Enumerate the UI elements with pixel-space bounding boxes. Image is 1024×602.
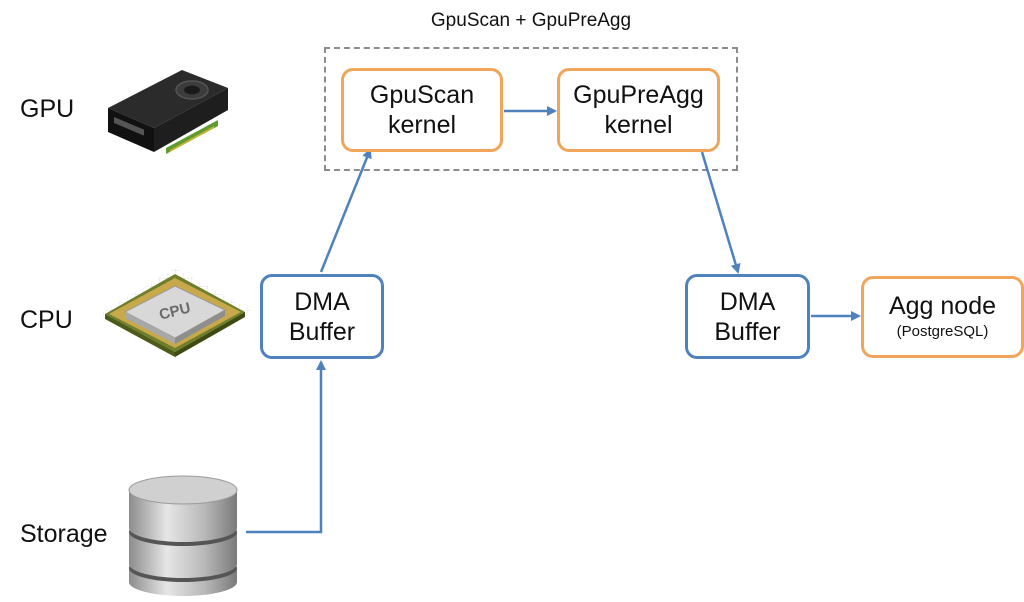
row-label-gpu: GPU	[20, 95, 75, 123]
gpuscan-kernel-node: GpuScan kernel	[341, 68, 503, 152]
dma-left-line2: Buffer	[288, 317, 356, 346]
database-icon	[128, 475, 238, 596]
gpuscan-line2: kernel	[387, 111, 457, 139]
agg-node: Agg node (PostgreSQL)	[861, 276, 1024, 358]
arrow-storage-to-dma	[246, 360, 326, 534]
dma-right-line2: Buffer	[714, 317, 781, 346]
gpu-kernel-group	[324, 47, 738, 171]
gpupreagg-line1: GpuPreAgg	[573, 81, 704, 109]
gpuscan-line1: GpuScan	[369, 81, 475, 109]
gpu-card-icon	[108, 70, 228, 154]
row-label-cpu: CPU	[20, 306, 73, 334]
agg-line2: (PostgreSQL)	[896, 323, 989, 340]
dma-buffer-right-node: DMA Buffer	[685, 274, 810, 359]
arrow-dma-to-gpuscan	[319, 148, 372, 273]
arrow-gpupreagg-to-dma	[700, 151, 741, 274]
gpupreagg-kernel-node: GpuPreAgg kernel	[557, 68, 720, 152]
group-title: GpuScan + GpuPreAgg	[430, 10, 632, 31]
dma-right-line1: DMA	[719, 287, 776, 316]
cpu-chip-icon: CPU	[99, 268, 251, 358]
dma-buffer-left-node: DMA Buffer	[260, 274, 384, 359]
dma-left-line1: DMA	[294, 287, 350, 316]
row-label-storage: Storage	[20, 520, 108, 548]
gpupreagg-line2: kernel	[604, 111, 673, 139]
agg-line1: Agg node	[888, 292, 997, 320]
